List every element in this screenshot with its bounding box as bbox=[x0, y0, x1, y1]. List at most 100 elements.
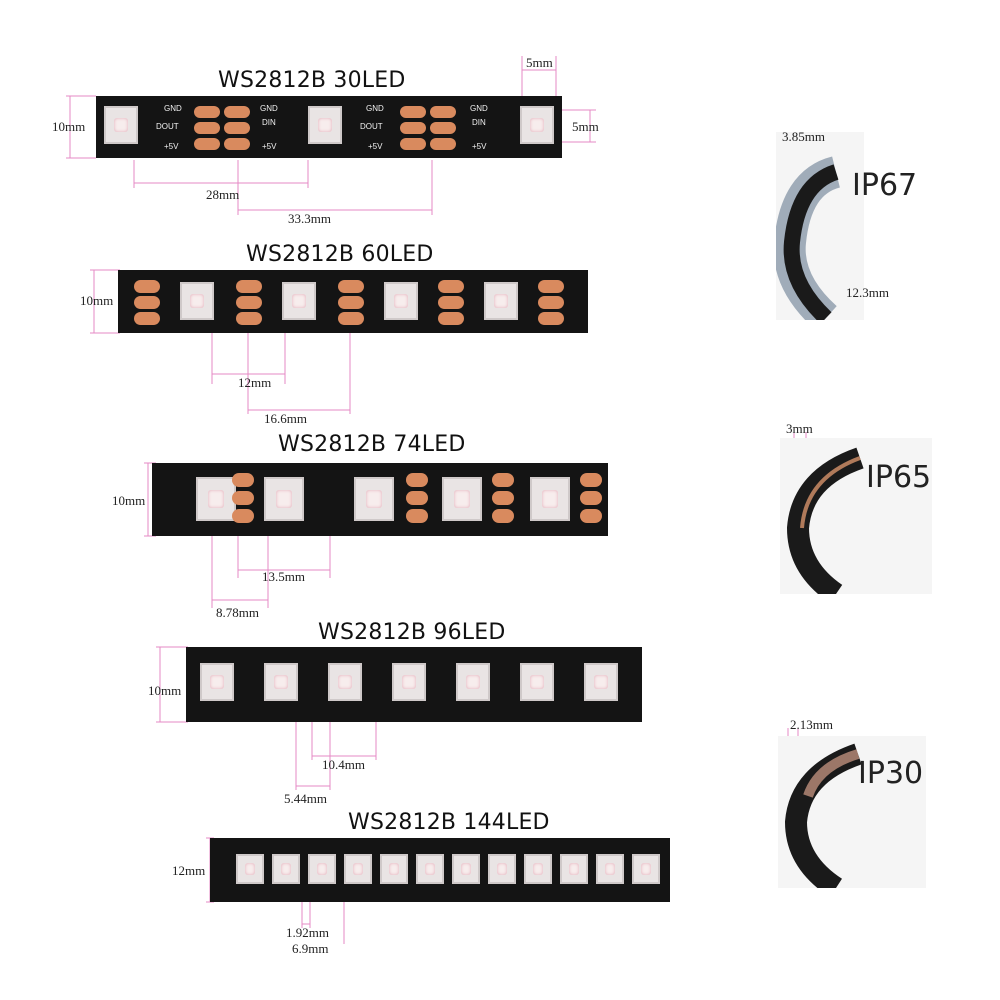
curved-strip-shape bbox=[786, 447, 864, 594]
ip-rating-label: IP67 bbox=[852, 168, 918, 203]
solder-pad bbox=[194, 138, 220, 150]
led-chip bbox=[596, 854, 624, 884]
led-strip-image bbox=[186, 647, 642, 722]
dim-led: 5mm bbox=[526, 55, 553, 70]
solder-pad bbox=[580, 509, 602, 523]
dim-pitch: 5.44mm bbox=[284, 791, 327, 806]
silk-gnd: GND bbox=[260, 104, 278, 113]
led-chip bbox=[104, 106, 138, 144]
led-chip bbox=[488, 854, 516, 884]
solder-pad bbox=[338, 312, 364, 325]
led-chip bbox=[264, 477, 304, 521]
led-chip bbox=[308, 854, 336, 884]
solder-pad bbox=[134, 280, 160, 293]
silk-5v: +5V bbox=[262, 142, 277, 151]
dim-gap: 10.4mm bbox=[322, 757, 365, 772]
dim-led-side: 5mm bbox=[572, 119, 599, 134]
solder-pad bbox=[492, 473, 514, 487]
led-chip bbox=[384, 282, 418, 320]
solder-pad bbox=[430, 122, 456, 134]
silk-5v: +5V bbox=[164, 142, 179, 151]
dim-thickness: 2.13mm bbox=[790, 717, 833, 732]
dim-gap: 13.5mm bbox=[262, 569, 305, 584]
dim-height: 10mm bbox=[52, 119, 86, 134]
silk-5v: +5V bbox=[472, 142, 487, 151]
solder-pad bbox=[338, 280, 364, 293]
led-chip bbox=[354, 477, 394, 521]
solder-pad bbox=[406, 491, 428, 505]
dim-height: 12mm bbox=[172, 863, 206, 878]
solder-pad bbox=[400, 106, 426, 118]
dim-width: 12.3mm bbox=[846, 285, 889, 300]
led-chip bbox=[416, 854, 444, 884]
solder-pad bbox=[400, 122, 426, 134]
led-chip bbox=[442, 477, 482, 521]
solder-pad bbox=[224, 122, 250, 134]
led-chip bbox=[272, 854, 300, 884]
led-chip bbox=[560, 854, 588, 884]
dim-height: 10mm bbox=[148, 683, 182, 698]
led-chip bbox=[524, 854, 552, 884]
solder-pad bbox=[194, 106, 220, 118]
silk-din: DIN bbox=[262, 118, 276, 127]
solder-pad bbox=[406, 473, 428, 487]
ip-rating-label: IP30 bbox=[858, 756, 924, 791]
dim-thickness: 3mm bbox=[786, 421, 813, 436]
led-chip bbox=[484, 282, 518, 320]
strip-title: WS2812B 74LED bbox=[278, 432, 466, 457]
led-chip bbox=[180, 282, 214, 320]
led-chip bbox=[456, 663, 490, 701]
led-chip bbox=[200, 663, 234, 701]
led-chip bbox=[282, 282, 316, 320]
ip67-strip-photo bbox=[776, 132, 864, 320]
solder-pad bbox=[492, 509, 514, 523]
led-chip bbox=[380, 854, 408, 884]
ip-rating-label: IP65 bbox=[866, 460, 932, 495]
led-chip bbox=[264, 663, 298, 701]
solder-pad bbox=[430, 138, 456, 150]
solder-pad bbox=[538, 296, 564, 309]
dim-pitch: 6.9mm bbox=[292, 941, 329, 956]
led-chip bbox=[236, 854, 264, 884]
silk-dout: DOUT bbox=[360, 122, 383, 131]
silk-gnd: GND bbox=[470, 104, 488, 113]
solder-pad bbox=[224, 106, 250, 118]
silk-din: DIN bbox=[472, 118, 486, 127]
solder-pad bbox=[538, 312, 564, 325]
ip65-strip-photo bbox=[780, 438, 932, 594]
dim-pitch: 8.78mm bbox=[216, 605, 259, 620]
curved-strip-shape bbox=[776, 156, 841, 320]
solder-pad bbox=[224, 138, 250, 150]
strip-title: WS2812B 30LED bbox=[218, 68, 406, 93]
led-strip-image bbox=[210, 838, 670, 902]
solder-pad bbox=[400, 138, 426, 150]
solder-pad bbox=[232, 491, 254, 505]
dim-gap: 28mm bbox=[206, 187, 240, 202]
solder-pad bbox=[134, 296, 160, 309]
strip-title: WS2812B 96LED bbox=[318, 620, 506, 645]
solder-pad bbox=[236, 280, 262, 293]
solder-pad bbox=[580, 491, 602, 505]
solder-pad bbox=[430, 106, 456, 118]
silk-5v: +5V bbox=[368, 142, 383, 151]
led-strip-image bbox=[118, 270, 588, 333]
silk-gnd: GND bbox=[366, 104, 384, 113]
led-chip bbox=[584, 663, 618, 701]
dim-pitch: 33.3mm bbox=[288, 211, 331, 226]
dim-height: 10mm bbox=[112, 493, 146, 508]
solder-pad bbox=[580, 473, 602, 487]
led-chip bbox=[452, 854, 480, 884]
solder-pad bbox=[438, 280, 464, 293]
dim-gap: 1.92mm bbox=[286, 925, 329, 940]
led-strip-image bbox=[152, 463, 608, 536]
solder-pad bbox=[438, 312, 464, 325]
solder-pad bbox=[134, 312, 160, 325]
solder-pad bbox=[406, 509, 428, 523]
led-chip bbox=[632, 854, 660, 884]
solder-pad bbox=[236, 296, 262, 309]
solder-pad bbox=[338, 296, 364, 309]
silk-dout: DOUT bbox=[156, 122, 179, 131]
solder-pad bbox=[236, 312, 262, 325]
silk-gnd: GND bbox=[164, 104, 182, 113]
strip-title: WS2812B 60LED bbox=[246, 242, 434, 267]
